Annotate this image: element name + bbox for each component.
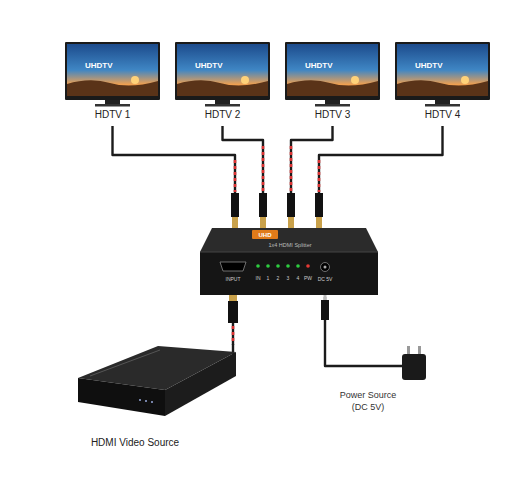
brand-badge [252,230,278,239]
hdmi-port [220,262,246,271]
plug-tip [229,295,237,301]
tv-illustration [175,42,270,107]
led [256,264,260,268]
hdtv: UHDTV HDTV 3 [285,42,380,126]
hdtv: UHDTV HDTV 2 [175,42,270,126]
splitter-top [200,228,378,252]
player-highlight [90,350,160,376]
player-side [165,352,236,416]
power-adapter [402,354,426,380]
adapter-prong [418,346,421,355]
screen-logo: UHDTV [415,62,443,70]
hdtv: UHDTV HDTV 4 [395,42,490,126]
hdmi-plug [228,301,238,323]
plug-tip [260,217,266,228]
hdmi-plug [259,193,267,217]
player-light [145,400,147,402]
cable-stripe [232,326,235,342]
screen-logo: UHDTV [85,62,113,70]
port-label: INPUT [226,277,241,282]
screen-logo: UHDTV [305,62,333,70]
player-light [151,401,153,403]
plug-tip [232,217,238,228]
dc-plug-tip [324,295,327,300]
video-source: HDMI Video Source [70,345,245,460]
led-label: 4 [297,276,300,281]
hdmi-cable [113,126,236,193]
hdmi-plug [231,193,239,217]
hdmi-cable [291,126,333,193]
adapter-cord [336,365,403,367]
cable-stripe [290,146,293,192]
cable-stripe [318,160,321,192]
plug-tip [288,217,294,228]
player-front [78,378,165,416]
device-label: HDMI Video Source [91,438,179,448]
led-label: 1 [267,276,270,281]
led [286,264,290,268]
plug-tip [316,217,322,228]
device-label: HDTV 2 [205,110,241,120]
model-text: 1x4 HDMI Splitter [268,243,311,249]
led-label: 2 [277,276,280,281]
dc-plug [321,300,329,320]
tv-illustration [65,42,160,107]
led-label: PW [304,276,312,281]
cable-stripe [234,160,237,192]
hdmi-plug [315,193,323,217]
power-source: Power Source (DC 5V) [336,350,440,420]
splitter-front [200,252,378,295]
hdtv: UHDTV HDTV 1 [65,42,160,126]
tv-illustration [395,42,490,107]
device-label: HDTV 1 [95,110,131,120]
device-label: HDTV 4 [425,110,461,120]
screen-logo: UHDTV [195,62,223,70]
hdmi-cable [223,126,264,193]
hdmi-cable [319,126,443,193]
hdmi-plug [287,193,295,217]
adapter-prong [407,346,410,355]
led [276,264,280,268]
device-label: HDTV 3 [315,110,351,120]
splitter-edge [200,252,378,253]
hdmi-splitter: UHD 1x4 HDMI SplitterINPUT IN 1 2 3 4 PW DC 5V [200,193,378,297]
device-label: (DC 5V) [352,403,385,412]
cable-stripe [262,146,265,192]
tv-illustration [285,42,380,107]
brand-text: UHD [259,232,272,238]
led-label: 3 [287,276,290,281]
led [306,264,310,268]
dc-jack [321,263,330,272]
led [296,264,300,268]
dc-jack-pin [324,266,327,269]
led [266,264,270,268]
device-label: Power Source [340,391,397,400]
player-light [139,399,141,401]
port-label: DC 5V [318,277,333,282]
led-label: IN [256,276,261,281]
